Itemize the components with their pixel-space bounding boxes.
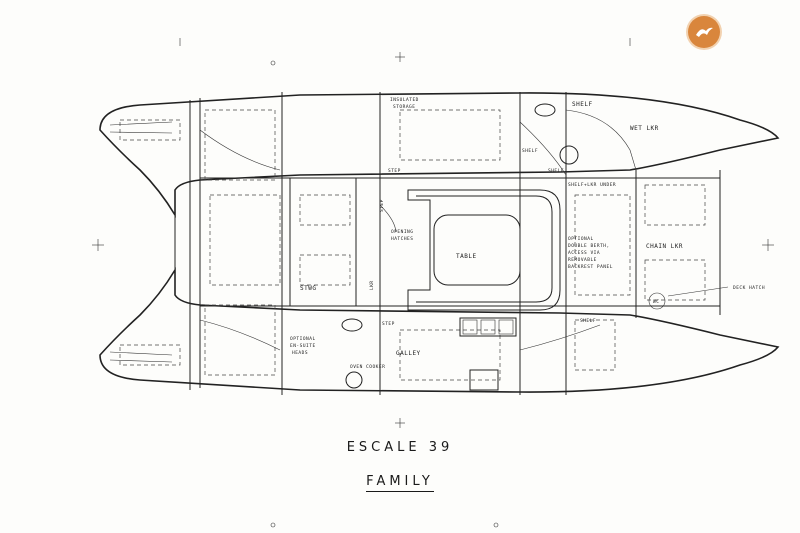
label-optional-ensuite-3: HEADS	[292, 350, 308, 356]
label-optional-berth-1: OPTIONAL	[568, 236, 594, 242]
label-optional-ensuite-1: OPTIONAL	[290, 336, 316, 342]
partitions	[199, 109, 637, 351]
label-step-lower: STEP	[382, 321, 395, 327]
label-optional-ensuite-2: EN-SUITE	[290, 343, 316, 349]
label-wet-lkr: WET LKR	[630, 125, 659, 132]
label-optional-berth-4: REMOVABLE	[568, 257, 597, 263]
drawing-subtitle: FAMILY	[0, 474, 800, 492]
deck-hatch-leader	[667, 286, 729, 297]
label-opening: OPENING	[391, 229, 413, 235]
hull-outline	[99, 92, 780, 395]
plan-labels: INSULATED STORAGE SHELF WET LKR SHELF SH…	[290, 97, 765, 370]
registration-marks	[92, 38, 774, 528]
label-shelf-lower: SHELF	[580, 318, 596, 324]
label-optional-berth-5: BACKREST PANEL	[568, 264, 613, 270]
label-step-upper: STEP	[388, 168, 401, 174]
label-optional-berth-2: DOUBLE BERTH,	[568, 243, 610, 249]
label-step-vertical: STEP	[379, 199, 385, 212]
label-optional-berth-3: ACCESS VIA	[568, 250, 600, 256]
label-shelf-mid: SHELF	[522, 148, 538, 154]
drawing-title: ESCALE 39	[346, 440, 454, 455]
seagull-logo-icon	[688, 16, 720, 48]
label-table: TABLE	[456, 253, 477, 260]
label-insulated: INSULATED	[390, 97, 419, 103]
label-hatches: HATCHES	[391, 236, 413, 242]
drawing-subtitle-text: FAMILY	[366, 474, 434, 492]
label-deck-hatch: DECK HATCH	[733, 285, 765, 291]
label-stwg: STWG	[300, 285, 316, 292]
label-shelf-lkr-under: SHELF+LKR UNDER	[568, 182, 616, 188]
label-wc: WC	[653, 299, 659, 305]
galley-fixtures	[341, 103, 666, 391]
cabin-furniture	[204, 109, 706, 381]
label-oven-cooker: OVEN COOKER	[350, 364, 385, 370]
label-galley: GALLEY	[396, 350, 421, 357]
label-chain-lkr: CHAIN LKR	[646, 243, 683, 250]
label-storage: STORAGE	[393, 104, 415, 110]
saloon-settee	[407, 189, 561, 311]
label-shelf-top: SHELF	[572, 101, 593, 108]
label-shelf-mid2: SHELF	[548, 168, 564, 174]
label-lkr: LKR	[369, 280, 375, 290]
